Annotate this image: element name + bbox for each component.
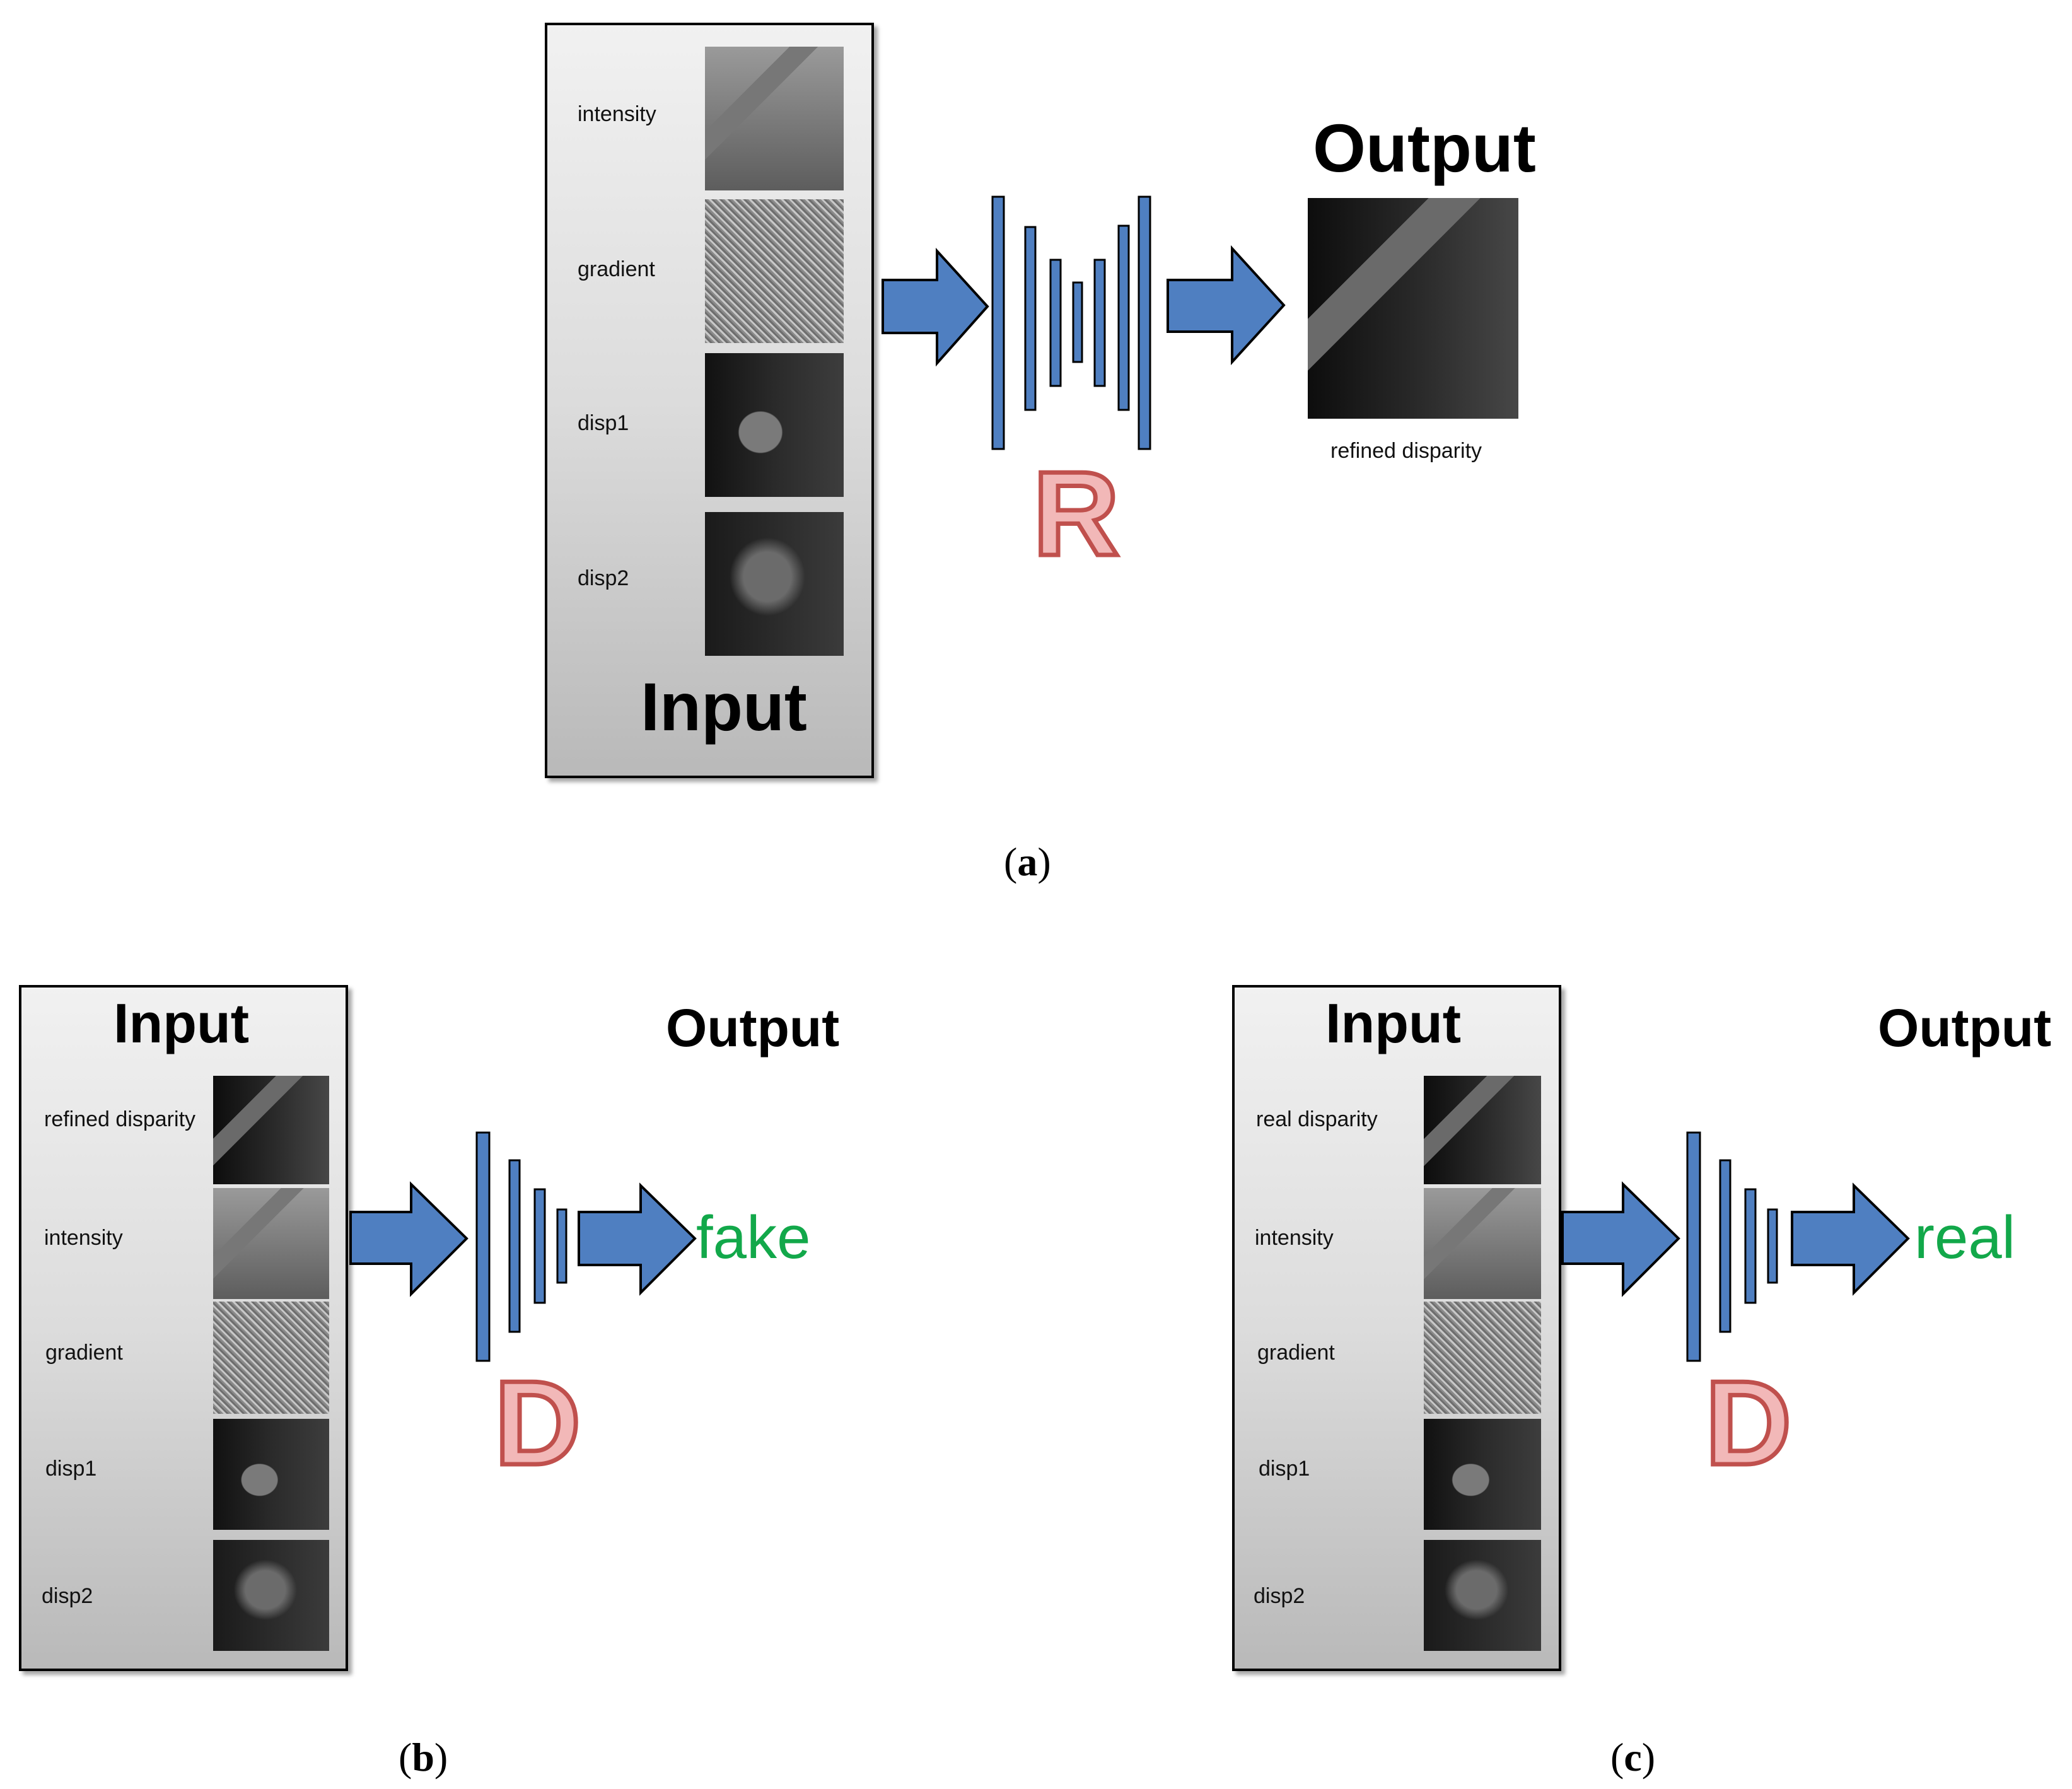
- panel-c-thumb-disp1: [1424, 1419, 1541, 1530]
- panel-b-thumb-disp1: [213, 1419, 329, 1530]
- panel-c-layer-2: [1719, 1159, 1732, 1333]
- panel-b-thumb-intensity: [213, 1188, 329, 1299]
- panel-b-caption: (b): [399, 1735, 448, 1780]
- panel-a-thumb-gradient: [705, 199, 844, 343]
- panel-a-network-letter: R: [1033, 447, 1119, 581]
- panel-a-layer-7: [1138, 195, 1151, 450]
- panel-b-label-intensity: intensity: [44, 1226, 123, 1250]
- panel-c-label-intensity: intensity: [1255, 1226, 1334, 1250]
- panel-a-layer-1: [991, 195, 1005, 450]
- panel-c-input-arrow: [1561, 1181, 1680, 1297]
- panel-c-label-disp1: disp1: [1259, 1457, 1310, 1481]
- panel-c-layer-3: [1744, 1188, 1757, 1304]
- panel-b-result-fake: fake: [696, 1204, 811, 1271]
- panel-c-output-title: Output: [1878, 998, 2052, 1058]
- panel-a-layer-6: [1117, 224, 1130, 411]
- panel-a-thumb-disp1: [705, 353, 844, 497]
- panel-a-input-title: Input: [641, 668, 807, 745]
- panel-a-thumb-refined-disparity: [1308, 198, 1518, 419]
- panel-c-thumb-real-disparity: [1424, 1076, 1541, 1184]
- panel-a-label-disp1: disp1: [578, 411, 629, 435]
- panel-b-input-title: Input: [113, 992, 250, 1054]
- panel-a-layer-5: [1093, 259, 1106, 387]
- panel-c-caption: (c): [1610, 1735, 1656, 1780]
- panel-b-layer-1: [475, 1131, 491, 1362]
- panel-c-thumb-disp2: [1424, 1540, 1541, 1651]
- panel-c-label-gradient: gradient: [1257, 1341, 1335, 1365]
- panel-a-input-arrow: [882, 247, 989, 367]
- panel-b-layer-2: [508, 1159, 521, 1333]
- panel-a-output-caption: refined disparity: [1330, 439, 1482, 463]
- panel-c-network-letter: D: [1705, 1356, 1791, 1490]
- panel-c-thumb-gradient: [1424, 1302, 1541, 1414]
- panel-a-layer-2: [1024, 226, 1037, 411]
- panel-c-output-arrow: [1791, 1182, 1910, 1296]
- panel-c-layer-4: [1767, 1208, 1778, 1284]
- panel-a-layer-3: [1049, 259, 1062, 387]
- panel-b-label-refined-disparity: refined disparity: [44, 1107, 196, 1131]
- panel-a-label-gradient: gradient: [578, 257, 655, 281]
- panel-b-thumb-refined-disparity: [213, 1076, 329, 1184]
- panel-b-label-gradient: gradient: [45, 1341, 123, 1365]
- panel-b-input-arrow: [349, 1181, 469, 1297]
- panel-b-network-letter: D: [494, 1356, 581, 1490]
- panel-a-label-disp2: disp2: [578, 566, 629, 590]
- panel-a-output-arrow: [1167, 245, 1286, 366]
- panel-c-thumb-intensity: [1424, 1188, 1541, 1299]
- panel-b-label-disp2: disp2: [42, 1584, 93, 1608]
- panel-b-thumb-gradient: [213, 1302, 329, 1414]
- panel-a-label-intensity: intensity: [578, 102, 656, 126]
- panel-a-thumb-disp2: [705, 512, 844, 656]
- panel-b-label-disp1: disp1: [45, 1457, 97, 1481]
- panel-b-output-title: Output: [666, 998, 840, 1058]
- panel-a-caption: (a): [1004, 839, 1051, 884]
- panel-c-input-title: Input: [1325, 992, 1462, 1054]
- panel-c-layer-1: [1686, 1131, 1701, 1362]
- panel-c-label-real-disparity: real disparity: [1256, 1107, 1378, 1131]
- panel-a-output-title: Output: [1313, 110, 1536, 186]
- panel-a-thumb-intensity: [705, 47, 844, 190]
- panel-b-layer-3: [533, 1188, 546, 1304]
- panel-a-layer-4: [1072, 281, 1083, 363]
- panel-b-layer-4: [556, 1208, 567, 1284]
- panel-c-result-real: real: [1914, 1204, 2016, 1271]
- panel-c-label-disp2: disp2: [1254, 1584, 1305, 1608]
- panel-b-thumb-disp2: [213, 1540, 329, 1651]
- panel-b-output-arrow: [578, 1182, 697, 1296]
